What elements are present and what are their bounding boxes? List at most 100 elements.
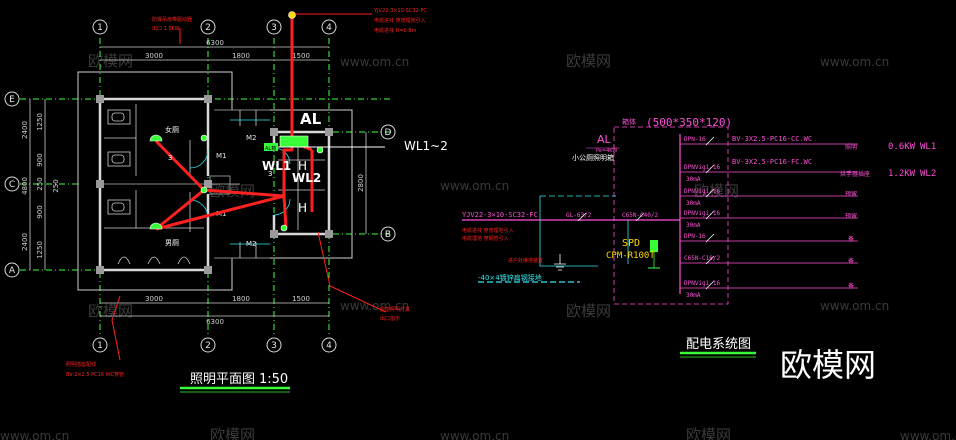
distribution-box-outline	[613, 126, 729, 305]
panel-power: Pe=4KW	[596, 148, 617, 154]
axis-4: 4	[326, 23, 332, 33]
breaker-2: DPNVigi-16	[684, 164, 721, 171]
incoming-cable: YJV22-3×10-SC32-FC	[462, 211, 538, 219]
incoming-note-1: 电缆进线 穿管埋地引入	[462, 227, 514, 234]
axis-3: 3	[271, 23, 277, 33]
watermark: www.om.cn	[440, 179, 509, 193]
ground-label: -40×4镀锌扁钢接地	[478, 273, 542, 282]
use-1: 照明	[845, 144, 857, 151]
door-m1b: M1	[216, 210, 227, 218]
dim-left-2400b: 2400	[21, 233, 29, 251]
c-breaker: C65N-C40/2	[622, 212, 659, 219]
dim-c23-bottom: 1800	[232, 295, 250, 303]
breaker-5: DPN-16	[684, 233, 706, 240]
cable-2: BV-3X2.5-PC16-FC.WC	[732, 158, 812, 166]
note-tr-1: YJV22-3×10-SC32-FC	[373, 8, 427, 14]
panel-al-label: AL	[300, 110, 322, 128]
watermark: www.om.cn	[0, 429, 69, 440]
watermark: www.om.cn	[900, 429, 956, 440]
dim-total-bottom: 6300	[206, 318, 224, 326]
system-title: 配电系统图	[686, 337, 751, 352]
rcd-4: 30mA	[686, 222, 701, 229]
dim-left-1250: 1250	[36, 113, 44, 131]
axis-bubbles	[4, 19, 396, 353]
watermark: www.om.cn	[820, 299, 889, 313]
axis-2-bottom: 2	[205, 341, 211, 351]
circuit-breaker-labels: DPN-16 DPNVigi-16 30mA DPNVigi-16 30mA D…	[684, 136, 721, 299]
watermark: 欧模网	[694, 182, 739, 200]
note-bottom-1: 照明插座配线	[66, 361, 96, 368]
dim-left-250b: 250	[52, 179, 60, 192]
breaker-4: DPNVigi-16	[684, 210, 721, 217]
load-2: 1.2KW	[888, 169, 916, 179]
h-label-1: H	[298, 159, 307, 173]
cable-1: BV-3X2.5-PC16-CC.WC	[732, 135, 812, 143]
panel-al-box	[279, 135, 309, 148]
watermark: 欧模网	[88, 302, 133, 320]
axis-4-bottom: 4	[326, 341, 332, 351]
note-tr-2: 电缆进线 穿管埋地引入	[374, 17, 426, 24]
note-top-2: 出口 1.5KW	[152, 25, 180, 32]
use-7: 备	[848, 282, 854, 290]
room-male: 男厕	[165, 239, 179, 247]
dim-left-900: 900	[36, 153, 44, 166]
door-m2: M2	[246, 134, 257, 142]
wl2-label: WL2	[292, 171, 321, 185]
axis-D: D	[385, 128, 392, 138]
dim-right-2800: 2800	[357, 174, 365, 192]
dim-left-250: 250	[36, 177, 44, 190]
use-5: 备	[848, 235, 854, 243]
watermark: 欧模网	[210, 426, 255, 440]
watermark: 欧模网	[686, 426, 731, 440]
main-breaker: GL-63/2	[566, 212, 592, 219]
switch-3b: 3	[268, 170, 272, 178]
rcd-3: 30mA	[686, 200, 701, 207]
watermark-layer: 欧模网 www.om.cn 欧模网 www.om.cn 欧模网 www.om.c…	[0, 52, 956, 440]
spd-code: CPM-R100T	[606, 251, 655, 261]
h-label-2: H	[298, 201, 307, 215]
dim-left-4800: 4800	[21, 177, 29, 195]
dim-left-1250b: 1250	[36, 241, 44, 259]
dim-total: 6300	[206, 39, 224, 47]
axis-A: A	[9, 266, 16, 276]
axis-2: 2	[205, 23, 211, 33]
code-2: WL2	[920, 169, 936, 179]
axis-C: C	[9, 180, 15, 190]
switch-3: 3	[168, 154, 172, 162]
watermark: 欧模网	[88, 52, 133, 70]
panel-al-tag-label: AL箱	[265, 145, 276, 152]
axis-E: E	[9, 95, 15, 105]
watermark: www.om.cn	[340, 299, 409, 313]
dim-c23: 1800	[232, 52, 250, 60]
breaker-1: DPN-16	[684, 136, 706, 143]
plan-scale: 1:50	[259, 372, 288, 387]
panel-desc: 小公厕照明箱	[572, 153, 614, 162]
plan-title: 照明平面图	[190, 372, 255, 387]
watermark: 欧模网	[566, 52, 611, 70]
dim-c34: 1500	[292, 52, 310, 60]
room-female: 女厕	[165, 125, 179, 134]
wl12-label: WL1~2	[404, 139, 448, 153]
note-top-1: 防爆吊扇带驱动器	[152, 16, 192, 23]
watermark: www.om.cn	[440, 429, 509, 440]
rcd-2: 30mA	[686, 176, 701, 183]
load-1: 0.6KW	[888, 142, 916, 152]
door-m1: M1	[216, 152, 227, 160]
watermark: www.om.cn	[820, 55, 889, 69]
breaker-3: DPNVigi-16	[684, 188, 721, 195]
axis-1-bottom: 1	[97, 341, 103, 351]
rcd-7: 30mA	[686, 292, 701, 299]
lighting-plan: 1 2 3 4 1 2 3 4 E C A D B 6300 3000	[4, 8, 448, 393]
dim-c34-bottom: 1500	[292, 295, 310, 303]
box-size: (500*350*120)	[646, 116, 732, 129]
axis-3-bottom: 3	[271, 341, 277, 351]
note-tr-3: 电缆进线 H=0.8m	[374, 27, 416, 34]
dim-c12: 3000	[145, 52, 163, 60]
dim-left-900b: 900	[36, 205, 44, 218]
box-word: 箱体	[622, 117, 636, 126]
circuit-rows	[680, 143, 858, 289]
dim-c12-bottom: 3000	[145, 295, 163, 303]
watermark: www.om.cn	[340, 55, 409, 69]
ground-note: 进户处接地装置	[508, 257, 543, 264]
